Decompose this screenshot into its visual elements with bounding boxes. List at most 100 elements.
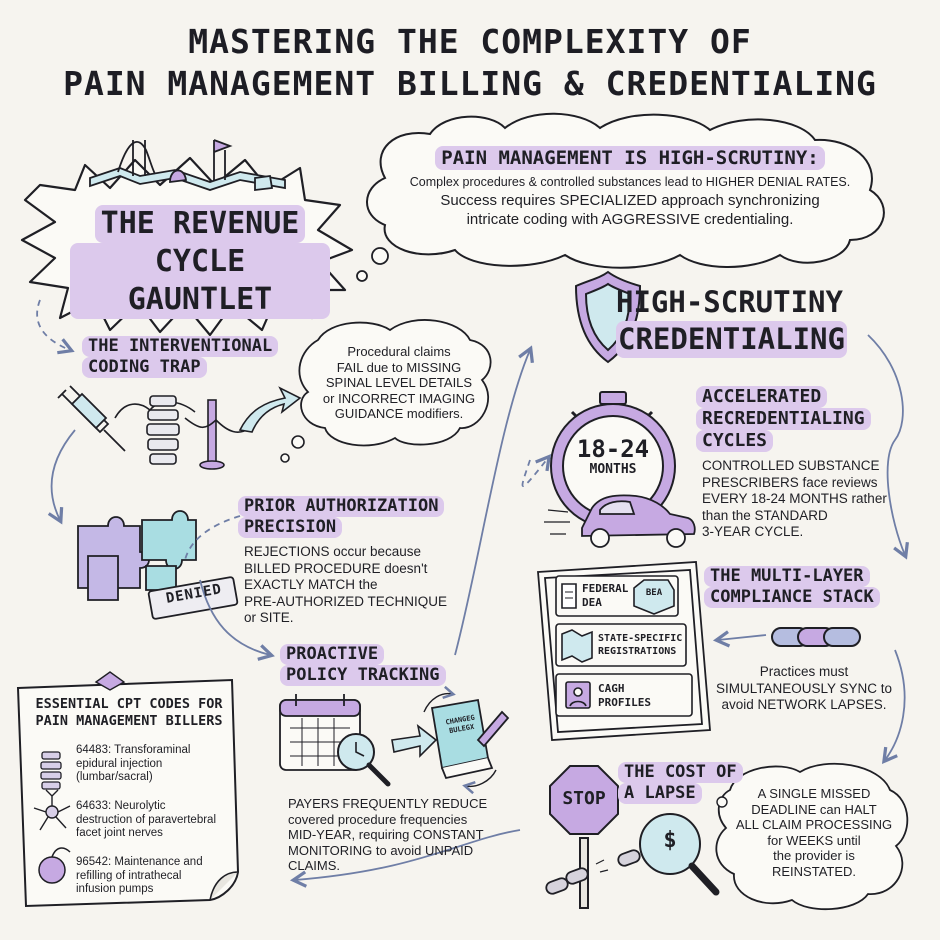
- credentialing-text-line-4: than the STANDARD: [702, 507, 828, 523]
- dollar-sign-text: $: [663, 828, 677, 853]
- prior-auth-text-line-1: REJECTIONS occur because: [244, 544, 422, 559]
- magnifier-icon: [337, 733, 391, 787]
- spine-icon: [114, 395, 196, 465]
- lapse-title-line-1: THE COST OF: [618, 762, 743, 783]
- dollar-magnifier-icon: [639, 813, 720, 896]
- recredentialing-title: ACCELERATED RECREDENTIALING CYCLES: [696, 386, 896, 452]
- bea-badge: [633, 579, 675, 615]
- policy-arrow-icon: [391, 724, 438, 758]
- scrutiny-line-3: intricate coding with AGGRESSIVE credent…: [466, 210, 794, 228]
- compliance-title-line-1: THE MULTI-LAYER: [704, 566, 870, 587]
- compliance-text-line-2: SIMULTANEOUSLY SYNC to: [715, 680, 893, 696]
- page-title-line-1: MASTERING THE COMPLEXITY OF: [188, 22, 752, 61]
- stop-sign-text: STOP: [562, 788, 606, 809]
- coding-trap-text-line-5: GUIDANCE modifiers.: [334, 406, 464, 421]
- compliance-text-line-3: avoid NETWORK LAPSES.: [721, 697, 887, 712]
- credentialing-text-line-3: EVERY 18-24 MONTHS rather: [702, 491, 887, 506]
- coding-trap-title: THE INTERVENTIONAL CODING TRAP: [82, 336, 322, 378]
- coding-trap-text-line-2: FAIL due to MISSING: [336, 359, 462, 375]
- policy-text-line-2: covered procedure frequencies: [288, 811, 468, 827]
- compliance-text-line-1: Practices must: [759, 664, 849, 679]
- lapse-text-line-1: A SINGLE MISSED: [757, 786, 871, 801]
- timer-value: 18-24: [576, 435, 650, 463]
- puzzle-pieces-icon: [77, 510, 197, 601]
- cpt-code-2-line-2: destruction of paravertebral: [76, 813, 216, 826]
- syringe-icon: [57, 385, 126, 452]
- cpt-code-3-line-3: infusion pumps: [76, 883, 154, 895]
- caqh-profiles-label: CAGH PROFILES: [598, 682, 678, 710]
- page-title-line-2: PAIN MANAGEMENT BILLING & CREDENTIALING: [63, 64, 877, 103]
- federal-dea-label-line-2: DEA: [582, 596, 602, 609]
- timer-unit: MONTHS: [589, 462, 637, 477]
- cpt-code-3-line-2: refilling of intrathecal: [76, 869, 182, 882]
- federal-dea-label-line-1: FEDERAL: [582, 582, 629, 595]
- prior-auth-title-line-1: PRIOR AUTHORIZATION: [238, 496, 445, 517]
- caqh-profiles-doc: [555, 673, 693, 717]
- lapse-title-line-2: A LAPSE: [618, 783, 702, 804]
- nerve-icon: [33, 789, 71, 831]
- state-registrations-label-line-2: REGISTRATIONS: [598, 646, 677, 657]
- car-icon: [544, 494, 696, 548]
- coding-trap-bubble: [280, 319, 492, 463]
- prior-auth-text: REJECTIONS occur because BILLED PROCEDUR…: [244, 544, 484, 627]
- compliance-text: Practices must SIMULTANEOUSLY SYNC to av…: [706, 664, 902, 714]
- cpt-code-1-line-3: (lumbar/sacral): [76, 771, 153, 783]
- scrutiny-line-1: Complex procedures & controlled substanc…: [409, 175, 851, 189]
- coding-trap-title-line-2: CODING TRAP: [82, 357, 207, 378]
- lapse-text-line-5: the provider is: [773, 848, 855, 863]
- cpt-code-item: 64633: Neurolytic destruction of paraver…: [76, 800, 236, 841]
- cpt-code-3-line-1: 96542: Maintenance and: [76, 856, 203, 868]
- cpt-note-paper: [16, 671, 240, 908]
- state-registrations-label-line-1: STATE-SPECIFIC: [598, 633, 683, 644]
- compliance-title-line-2: COMPLIANCE STACK: [704, 587, 880, 608]
- rulebook-icon: [430, 698, 510, 780]
- credentialing-text-line-2: PRESCRIBERS face reviews: [702, 474, 878, 490]
- gauntlet-title: THE REVENUE CYCLE GAUNTLET: [70, 205, 330, 319]
- caqh-profiles-label-line-1: CAGH: [598, 682, 625, 695]
- cpt-code-item: 64483: Transforaminal epidural injection…: [76, 744, 236, 785]
- lapse-bubble: [715, 762, 909, 911]
- policy-text: PAYERS FREQUENTLY REDUCE covered procedu…: [288, 796, 508, 874]
- prior-auth-text-line-3: EXACTLY MATCH the: [244, 577, 378, 592]
- credentialing-title: HIGH-SCRUTINY CREDENTIALING: [616, 284, 886, 358]
- coding-trap-text: Procedural claims FAIL due to MISSING SP…: [314, 344, 484, 422]
- small-spine-icon: [40, 751, 62, 790]
- credentialing-text-line-5: 3-YEAR CYCLE.: [702, 524, 804, 539]
- credentialing-title-line-2: CREDENTIALING: [616, 321, 847, 358]
- caqh-profiles-label-line-2: PROFILES: [598, 696, 651, 709]
- cpt-heading: ESSENTIAL CPT CODES FOR PAIN MANAGEMENT …: [26, 696, 232, 730]
- cycle-arrows-icon: [423, 685, 497, 795]
- lapse-text-line-6: REINSTATED.: [771, 863, 857, 879]
- compliance-title: THE MULTI-LAYER COMPLIANCE STACK: [704, 566, 904, 608]
- recredentialing-title-line-3: CYCLES: [696, 430, 774, 452]
- credentialing-text-line-1: CONTROLLED SUBSTANCE: [702, 458, 880, 473]
- policy-text-line-1: PAYERS FREQUENTLY REDUCE: [288, 796, 488, 811]
- scrutiny-line-2: Success requires SPECIALIZED approach sy…: [440, 191, 820, 209]
- coding-trap-text-line-3: SPINAL LEVEL DETAILS: [325, 375, 473, 390]
- lapse-title: THE COST OF A LAPSE: [618, 762, 758, 804]
- policy-text-line-5: CLAIMS.: [288, 858, 341, 873]
- coding-trap-text-line-1: Procedural claims: [347, 344, 451, 359]
- state-registrations-label: STATE-SPECIFIC REGISTRATIONS: [598, 632, 698, 658]
- lapse-text-line-3: ALL CLAIM PROCESSING: [735, 817, 893, 832]
- lapse-text: A SINGLE MISSED DEADLINE can HALT ALL CL…: [730, 786, 898, 879]
- federal-dea-label: FEDERAL DEA: [582, 582, 642, 610]
- prior-auth-text-line-4: PRE-AUTHORIZED TECHNIQUE: [244, 593, 448, 609]
- recredentialing-title-line-1: ACCELERATED: [696, 386, 828, 408]
- cpt-code-item: 96542: Maintenance and refilling of intr…: [76, 856, 236, 897]
- cpt-heading-line-1: ESSENTIAL CPT CODES FOR: [35, 696, 223, 712]
- coding-trap-text-line-4: or INCORRECT IMAGING: [322, 390, 476, 406]
- prior-auth-text-line-2: BILLED PROCEDURE doesn't: [244, 560, 428, 576]
- policy-text-line-3: MID-YEAR, requiring CONSTANT: [288, 827, 484, 842]
- cpt-heading-line-2: PAIN MANAGEMENT BILLERS: [35, 713, 223, 729]
- infusion-pump-icon: [38, 847, 71, 884]
- gauntlet-line-1: THE REVENUE: [94, 205, 306, 243]
- cpt-code-1-line-2: epidural injection: [76, 757, 163, 770]
- barrier-post-icon: [184, 399, 251, 470]
- policy-title-line-1: PROACTIVE: [280, 644, 385, 665]
- scrutiny-heading: PAIN MANAGEMENT IS HIGH-SCRUTINY:: [435, 146, 825, 170]
- gauntlet-line-2: CYCLE GAUNTLET: [70, 243, 330, 319]
- flow-arrows: [36, 299, 909, 888]
- prior-auth-title-line-2: PRECISION: [238, 517, 343, 538]
- credentialing-text: CONTROLLED SUBSTANCE PRESCRIBERS face re…: [702, 458, 892, 541]
